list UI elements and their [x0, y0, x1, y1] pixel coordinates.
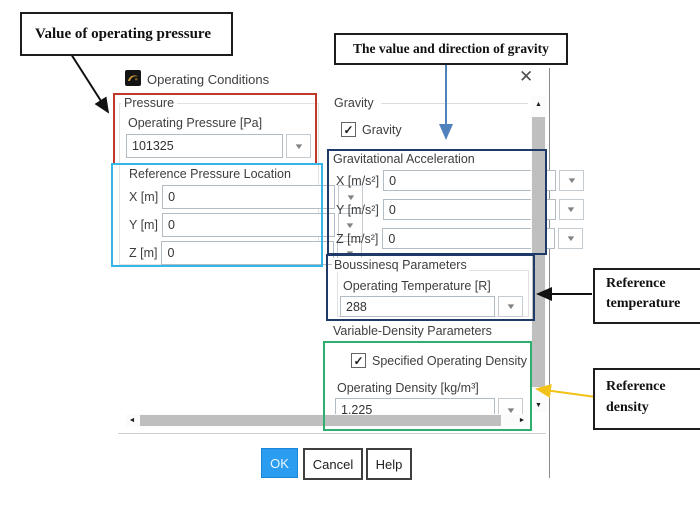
- grav-accel-x-label: X [m/s²]: [336, 173, 380, 188]
- cancel-button[interactable]: Cancel: [303, 448, 363, 480]
- ref-pressure-y-input[interactable]: [161, 213, 335, 237]
- gravity-checkbox-label: Gravity: [362, 122, 402, 137]
- grav-accel-y-label: Y [m/s²]: [336, 202, 379, 217]
- grav-accel-z-dropdown-button[interactable]: ▼: [558, 228, 584, 249]
- annotation-ref-density-line2: density: [606, 400, 649, 415]
- fluent-app-icon: [125, 70, 141, 86]
- grav-accel-y-dropdown-button[interactable]: ▼: [558, 199, 584, 220]
- grav-accel-x-input[interactable]: [383, 170, 557, 191]
- pressure-annotation-arrow: [70, 53, 110, 114]
- close-icon[interactable]: ✕: [519, 67, 534, 86]
- gravity-group-header: Gravity: [334, 96, 374, 110]
- operating-pressure-input[interactable]: [126, 134, 283, 158]
- chevron-down-icon: ▼: [565, 205, 577, 214]
- grav-accel-z-label: Z [m/s²]: [336, 231, 379, 246]
- vertical-scrollbar[interactable]: ▲ ▼: [531, 96, 546, 412]
- ref-pressure-x-dropdown-button[interactable]: ▼: [338, 185, 364, 209]
- horizontal-scrollbar-thumb[interactable]: [140, 415, 501, 426]
- ref-pressure-location-header: Reference Pressure Location: [127, 167, 293, 181]
- scroll-up-icon[interactable]: ▲: [535, 100, 542, 108]
- ref-pressure-y-label: Y [m]: [129, 218, 158, 232]
- dialog-title: Operating Conditions: [147, 72, 270, 87]
- grav-accel-header: Gravitational Acceleration: [333, 152, 475, 166]
- annotation-ref-temperature-line2: temperature: [606, 296, 681, 311]
- gravity-checkbox[interactable]: ✓: [341, 122, 356, 137]
- operating-density-label: Operating Density [kg/m³]: [337, 381, 479, 395]
- chevron-down-icon: ▼: [345, 192, 357, 202]
- chevron-down-icon: ▼: [504, 405, 517, 415]
- annotation-ref-density: Reference density: [593, 368, 700, 430]
- scroll-down-icon[interactable]: ▼: [535, 401, 542, 409]
- chevron-down-icon: ▼: [566, 176, 578, 185]
- grav-accel-x-row: X [m/s²] ▼: [336, 170, 585, 191]
- grav-accel-y-input[interactable]: [382, 199, 556, 220]
- button-separator: [118, 433, 546, 434]
- chevron-down-icon: ▼: [344, 220, 356, 230]
- variable-density-header: Variable-Density Parameters: [333, 324, 492, 338]
- specified-density-checkbox-label: Specified Operating Density: [372, 353, 527, 368]
- annotation-gravity: The value and direction of gravity: [334, 33, 568, 65]
- check-icon: ✓: [343, 122, 354, 137]
- annotation-ref-density-line1: Reference: [606, 379, 666, 394]
- ref-pressure-x-label: X [m]: [129, 190, 159, 204]
- chevron-down-icon: ▼: [344, 248, 356, 258]
- operating-temperature-label: Operating Temperature [R]: [343, 279, 491, 293]
- check-icon: ✓: [353, 353, 364, 368]
- chevron-down-icon: ▼: [292, 141, 305, 151]
- ok-button[interactable]: OK: [261, 448, 298, 478]
- gravity-checkbox-row: ✓ Gravity: [341, 122, 402, 137]
- operating-temperature-combo: ▼: [340, 296, 523, 317]
- operating-temperature-dropdown-button[interactable]: ▼: [498, 296, 523, 317]
- chevron-down-icon: ▼: [565, 234, 577, 243]
- scroll-left-icon[interactable]: ◄: [128, 417, 136, 424]
- specified-density-checkbox-row: ✓ Specified Operating Density: [351, 353, 527, 368]
- help-button[interactable]: Help: [366, 448, 412, 480]
- ref-pressure-y-dropdown-button[interactable]: ▼: [337, 213, 363, 237]
- ref-pressure-y-row: Y [m] ▼: [129, 213, 363, 237]
- operating-temperature-input[interactable]: [340, 296, 495, 317]
- pressure-group-header: Pressure: [121, 96, 178, 110]
- grav-accel-z-input[interactable]: [382, 228, 556, 249]
- grav-accel-z-row: Z [m/s²] ▼: [336, 228, 584, 249]
- grav-accel-y-row: Y [m/s²] ▼: [336, 199, 584, 220]
- ref-pressure-z-row: Z [m] ▼: [129, 241, 363, 265]
- specified-density-checkbox[interactable]: ✓: [351, 353, 366, 368]
- annotation-ref-temperature-line1: Reference: [606, 276, 666, 291]
- operating-pressure-label: Operating Pressure [Pa]: [128, 116, 263, 130]
- ref-pressure-x-input[interactable]: [162, 185, 336, 209]
- boussinesq-header: Boussinesq Parameters: [332, 258, 469, 272]
- dialog-right-border: [549, 68, 550, 478]
- operating-pressure-dropdown-button[interactable]: ▼: [286, 134, 311, 158]
- ref-pressure-z-input[interactable]: [161, 241, 335, 265]
- annotation-operating-pressure: Value of operating pressure: [20, 12, 233, 56]
- ref-pressure-x-row: X [m] ▼: [129, 185, 364, 209]
- operating-pressure-combo: ▼: [126, 134, 311, 158]
- grav-accel-x-dropdown-button[interactable]: ▼: [559, 170, 585, 191]
- horizontal-scrollbar[interactable]: ◄ ►: [126, 414, 528, 427]
- annotation-ref-temperature: Reference temperature: [593, 268, 700, 324]
- gravity-header-line: [381, 103, 528, 104]
- chevron-down-icon: ▼: [504, 302, 517, 311]
- vertical-scrollbar-thumb[interactable]: [532, 117, 545, 387]
- ref-pressure-z-label: Z [m]: [129, 246, 158, 260]
- scroll-right-icon[interactable]: ►: [518, 417, 526, 424]
